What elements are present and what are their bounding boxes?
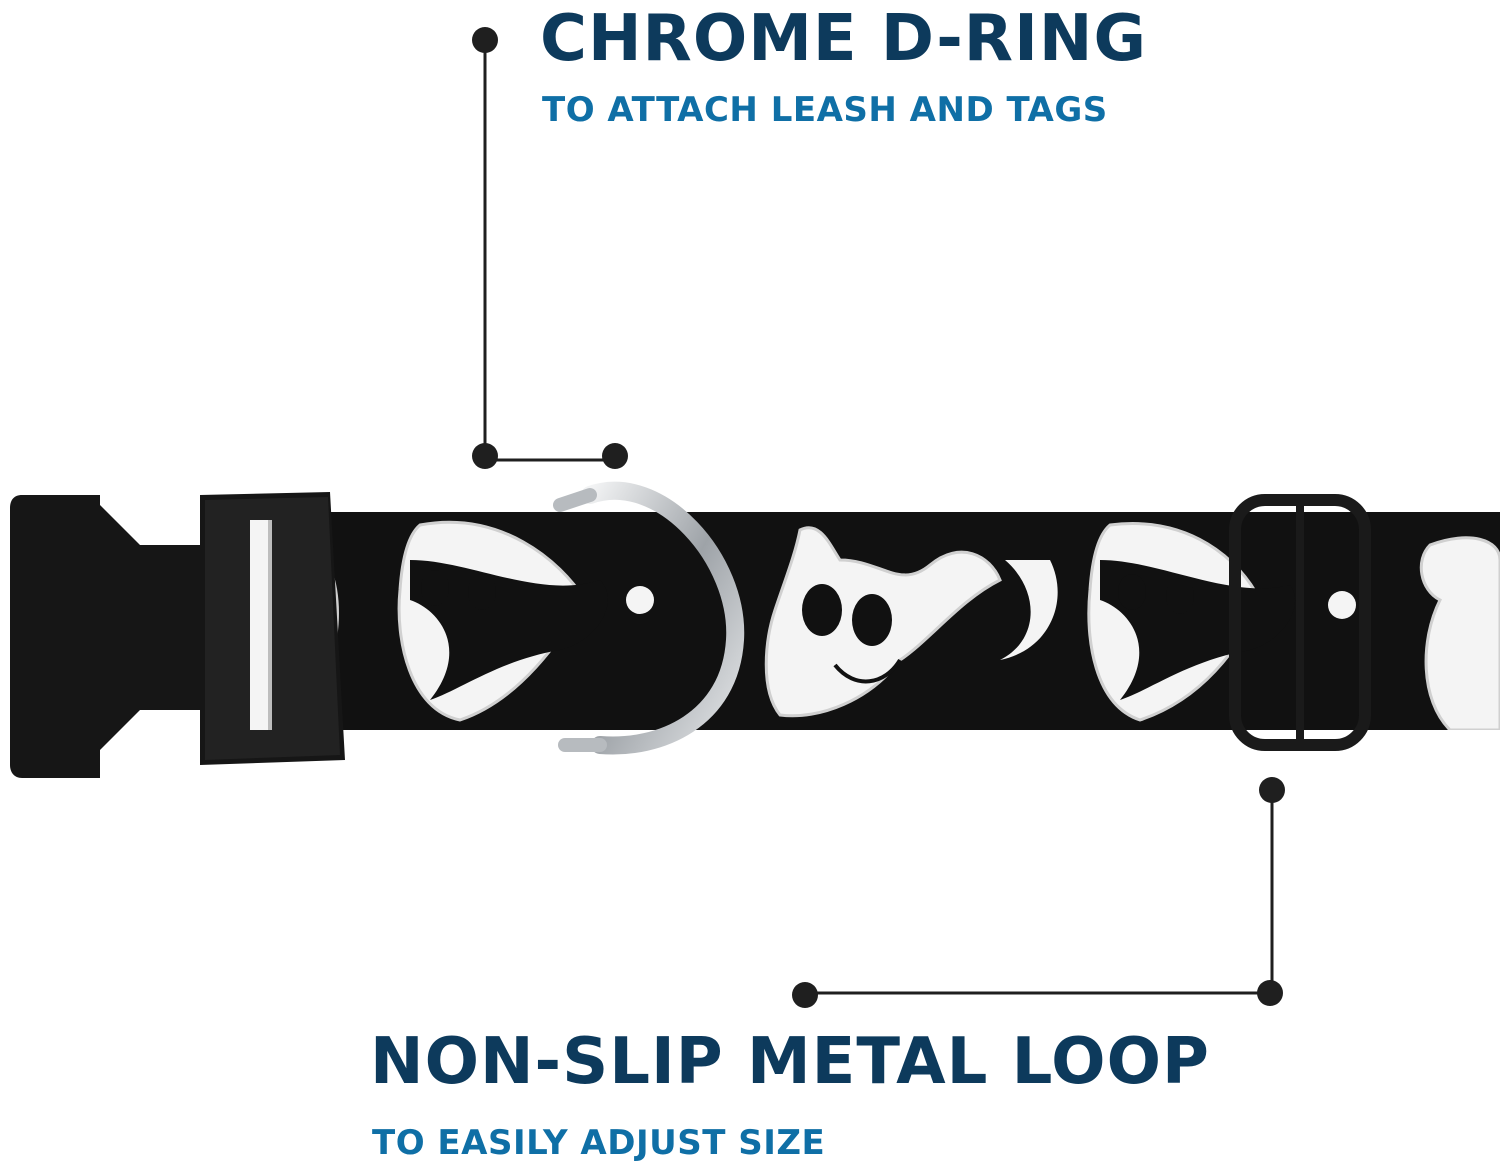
buckle-icon (10, 492, 345, 778)
callout-dot (602, 443, 628, 469)
loop-callout-line (792, 777, 1285, 1008)
d-ring-callout-title: CHROME D-RING (540, 2, 1147, 76)
callout-dot (472, 27, 498, 53)
callout-dot (472, 443, 498, 469)
slide-loop-icon (1229, 494, 1371, 751)
callout-dot (792, 982, 818, 1008)
d-ring-icon (553, 481, 745, 755)
collar-strap (260, 512, 1500, 730)
d-ring-callout-line (472, 27, 628, 469)
loop-callout-subtitle: TO EASILY ADJUST SIZE (372, 1123, 826, 1163)
d-ring-callout-subtitle: TO ATTACH LEASH AND TAGS (542, 90, 1108, 130)
callout-dot (1259, 777, 1285, 803)
loop-callout-title: NON-SLIP METAL LOOP (370, 1025, 1210, 1099)
callout-dot (1257, 980, 1283, 1006)
